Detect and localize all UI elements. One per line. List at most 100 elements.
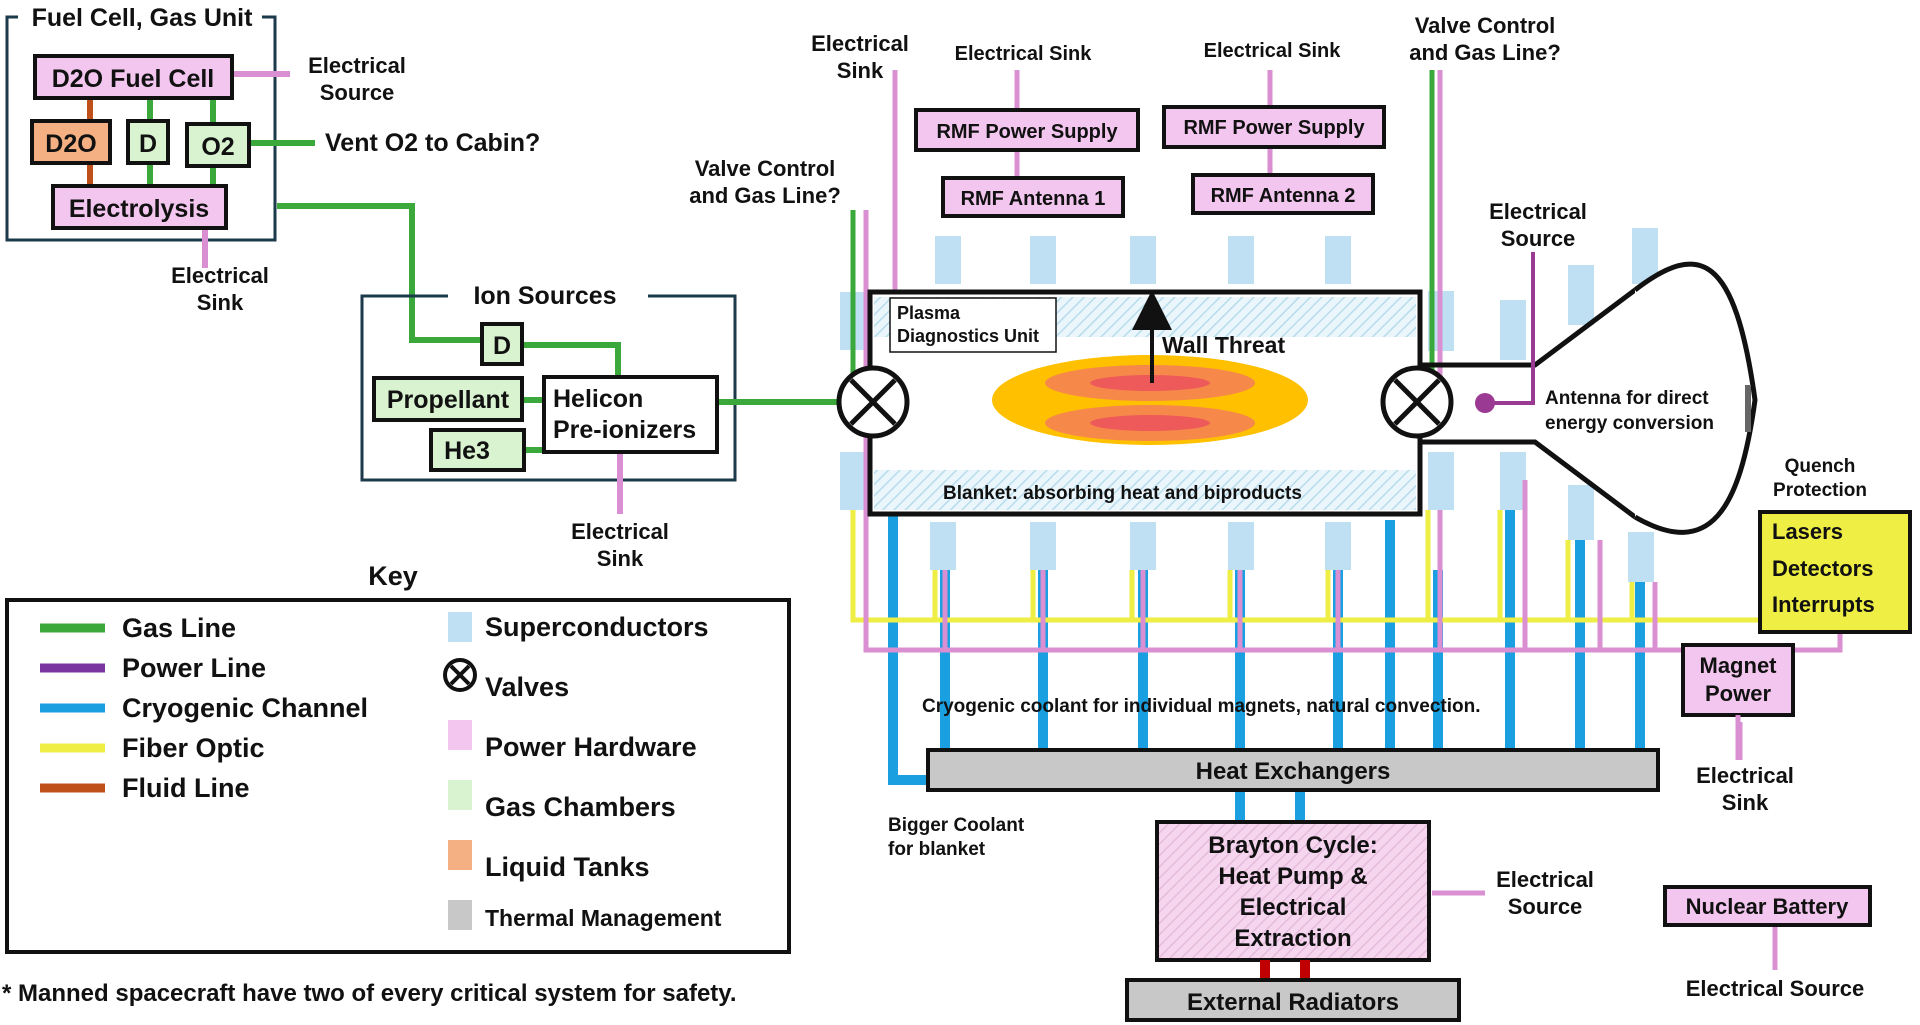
d-chamber	[126, 119, 170, 165]
rmf-power-supply-2-label: RMF Power Supply	[1183, 117, 1365, 139]
external-radiators-label: External Radiators	[1187, 989, 1399, 1016]
detectors-label: Detectors	[1772, 556, 1873, 581]
brayton-line1: Brayton Cycle:	[1208, 832, 1377, 859]
rmf-sink-1-label: Electrical Sink	[955, 43, 1093, 65]
electrolysis-label: Electrolysis	[69, 195, 209, 223]
key-item-superconductors: Superconductors	[485, 612, 709, 642]
fiber-optic-lines	[850, 510, 1770, 623]
brayton-line2: Heat Pump &	[1218, 863, 1367, 890]
propellant-label: Propellant	[387, 386, 510, 414]
fuel-cell-gas-unit: Fuel Cell, Gas Unit D2O Fuel Cell D2O D …	[5, 4, 540, 315]
d2o-fuel-cell-label: D2O Fuel Cell	[52, 65, 215, 93]
ion-d-label: D	[493, 332, 511, 360]
interrupts-label: Interrupts	[1772, 592, 1875, 617]
magnet-power-line1: Magnet	[1700, 653, 1778, 678]
footnote: * Manned spacecraft have two of every cr…	[2, 980, 737, 1007]
electrolysis-box	[51, 184, 228, 230]
key-line-label: Power Line	[122, 653, 266, 683]
rmf-power-supply-1-label: RMF Power Supply	[936, 121, 1118, 143]
ion-d-chamber	[480, 322, 524, 366]
heat-exchangers-box	[926, 748, 1660, 792]
lasers-label: Lasers	[1772, 519, 1843, 544]
rmf-antenna-2	[1191, 173, 1375, 215]
he3-chamber	[429, 428, 526, 472]
key-swatch-gas-chamber	[448, 780, 472, 810]
o2-label: O2	[201, 133, 234, 161]
brayton-cycle-box	[1155, 820, 1431, 962]
key-item-thermal: Thermal Management	[485, 905, 722, 931]
lower-blanket	[874, 470, 1416, 510]
key-item-valves: Valves	[485, 672, 569, 702]
brayton-source-label: Electrical Source	[1496, 867, 1594, 919]
key-swatch-thermal	[448, 900, 472, 930]
plasma-diag-line1: Plasma	[897, 303, 961, 323]
reactor-system: Wall Threat Plasma Diagnostics Unit Blan…	[689, 13, 1912, 1022]
power-wiring	[863, 70, 1843, 970]
heat-exchangers-label: Heat Exchangers	[1196, 758, 1391, 785]
plasma-diagnostics-unit	[889, 297, 1057, 353]
rmf-antenna-1-label: RMF Antenna 1	[961, 188, 1106, 210]
key-swatch-power-hardware	[448, 720, 472, 750]
ion-sources-title: Ion Sources	[473, 282, 616, 310]
fuel-unit-title: Fuel Cell, Gas Unit	[32, 4, 254, 32]
nuclear-battery-label: Nuclear Battery	[1686, 894, 1849, 919]
nuclear-battery-box	[1663, 885, 1872, 927]
fuel-electrical-sink-label: Electrical Sink	[171, 263, 269, 315]
magnet-sink-label: Electrical Sink	[1696, 763, 1794, 815]
plasma-diag-line2: Diagnostics Unit	[897, 326, 1039, 346]
key-swatch-valve	[443, 658, 477, 692]
d2o-tank	[30, 119, 112, 165]
key-item-power-hardware: Power Hardware	[485, 732, 697, 762]
antenna-line1: Antenna for direct	[1545, 388, 1709, 409]
helicon-pre-ionizers-box	[542, 375, 719, 454]
key-swatch-superconductor	[448, 612, 472, 642]
d-label: D	[139, 130, 157, 158]
brayton-line4: Extraction	[1234, 925, 1351, 952]
ion-sources-unit: Ion Sources D Propellant He3 Helicon Pre…	[360, 282, 868, 571]
ion-electrical-sink-label: Electrical Sink	[571, 519, 669, 571]
quench-protection-box	[1758, 510, 1912, 634]
rmf-power-supply-1	[914, 108, 1140, 152]
antenna-line2: energy conversion	[1545, 413, 1714, 434]
blanket-label: Blanket: absorbing heat and biproducts	[943, 483, 1302, 504]
valve-control-right-label: Valve Control and Gas Line?	[1409, 13, 1561, 65]
nuclear-source-label: Electrical Source	[1686, 976, 1865, 1001]
valve-left	[836, 365, 910, 439]
valve-right	[1380, 365, 1454, 439]
vent-o2-label: Vent O2 to Cabin?	[325, 129, 540, 157]
propellant-chamber	[372, 376, 524, 422]
external-radiators-box	[1125, 978, 1461, 1022]
key-swatch-liquid-tank	[448, 840, 472, 870]
helicon-line2: Pre-ionizers	[553, 416, 696, 444]
rmf-antenna-2-label: RMF Antenna 2	[1211, 185, 1356, 207]
magnet-power-box	[1681, 643, 1795, 717]
energy-antenna-node	[1475, 393, 1495, 413]
key-title: Key	[368, 561, 418, 591]
gas-line-fuel-to-ion	[277, 203, 495, 343]
he3-label: He3	[444, 437, 490, 465]
electrical-source-right-label: Electrical Source	[1489, 199, 1587, 251]
superconductors	[840, 228, 1658, 582]
bigger-coolant-line1: Bigger Coolant	[888, 815, 1025, 836]
wall-threat-label: Wall Threat	[1162, 332, 1285, 358]
cryo-note-label: Cryogenic coolant for individual magnets…	[922, 696, 1480, 717]
key-line-label: Fiber Optic	[122, 733, 265, 763]
bigger-coolant-line2: for blanket	[888, 839, 986, 860]
key-item-gas-chambers: Gas Chambers	[485, 792, 676, 822]
brayton-line3: Electrical	[1240, 894, 1347, 921]
direct-energy-converter	[1633, 261, 1758, 535]
key-box	[5, 598, 791, 954]
rmf-power-supply-2	[1162, 105, 1386, 149]
key-line-label: Fluid Line	[122, 773, 250, 803]
rmf-sink-2-label: Electrical Sink	[1204, 40, 1342, 62]
key-line-label: Gas Line	[122, 613, 236, 643]
key-line-label: Cryogenic Channel	[122, 693, 368, 723]
key-item-liquid-tanks: Liquid Tanks	[485, 852, 650, 882]
electrical-sink-left-label: Electrical Sink	[811, 31, 909, 83]
o2-chamber	[185, 122, 251, 168]
d2o-fuel-cell-box	[33, 54, 234, 100]
valve-control-left-label: Valve Control and Gas Line?	[689, 156, 841, 208]
fuel-electrical-source-label: Electrical Source	[308, 53, 406, 105]
